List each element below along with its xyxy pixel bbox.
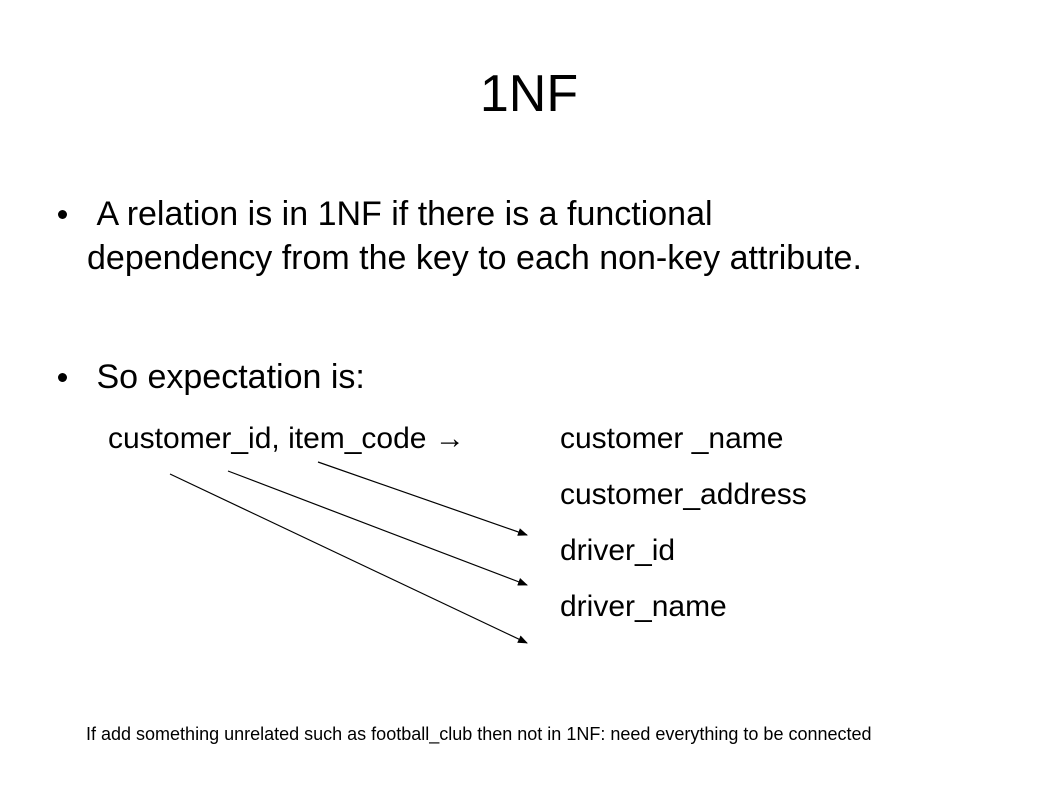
- bullet-text: So expectation is:: [87, 358, 365, 396]
- dependent-attribute: driver_name: [560, 590, 727, 623]
- bullet-dot-icon: [58, 210, 67, 219]
- dependent-attribute: customer _name: [560, 422, 784, 455]
- dependency-determinant: customer_id, item_code →: [108, 422, 465, 455]
- slide-title: 1NF: [479, 65, 579, 123]
- arrow-to-driver-id: [227, 470, 528, 586]
- footnote: If add something unrelated such as footb…: [86, 724, 872, 744]
- dependent-attribute: driver_id: [560, 534, 676, 567]
- arrow-to-driver-name: [169, 473, 528, 644]
- arrow-to-customer-address: [317, 461, 528, 536]
- bullet-text: A relation is in 1NF if there is a funct…: [87, 195, 862, 277]
- dependent-attribute: customer_address: [560, 478, 807, 511]
- bullet-dot-icon: [58, 373, 67, 382]
